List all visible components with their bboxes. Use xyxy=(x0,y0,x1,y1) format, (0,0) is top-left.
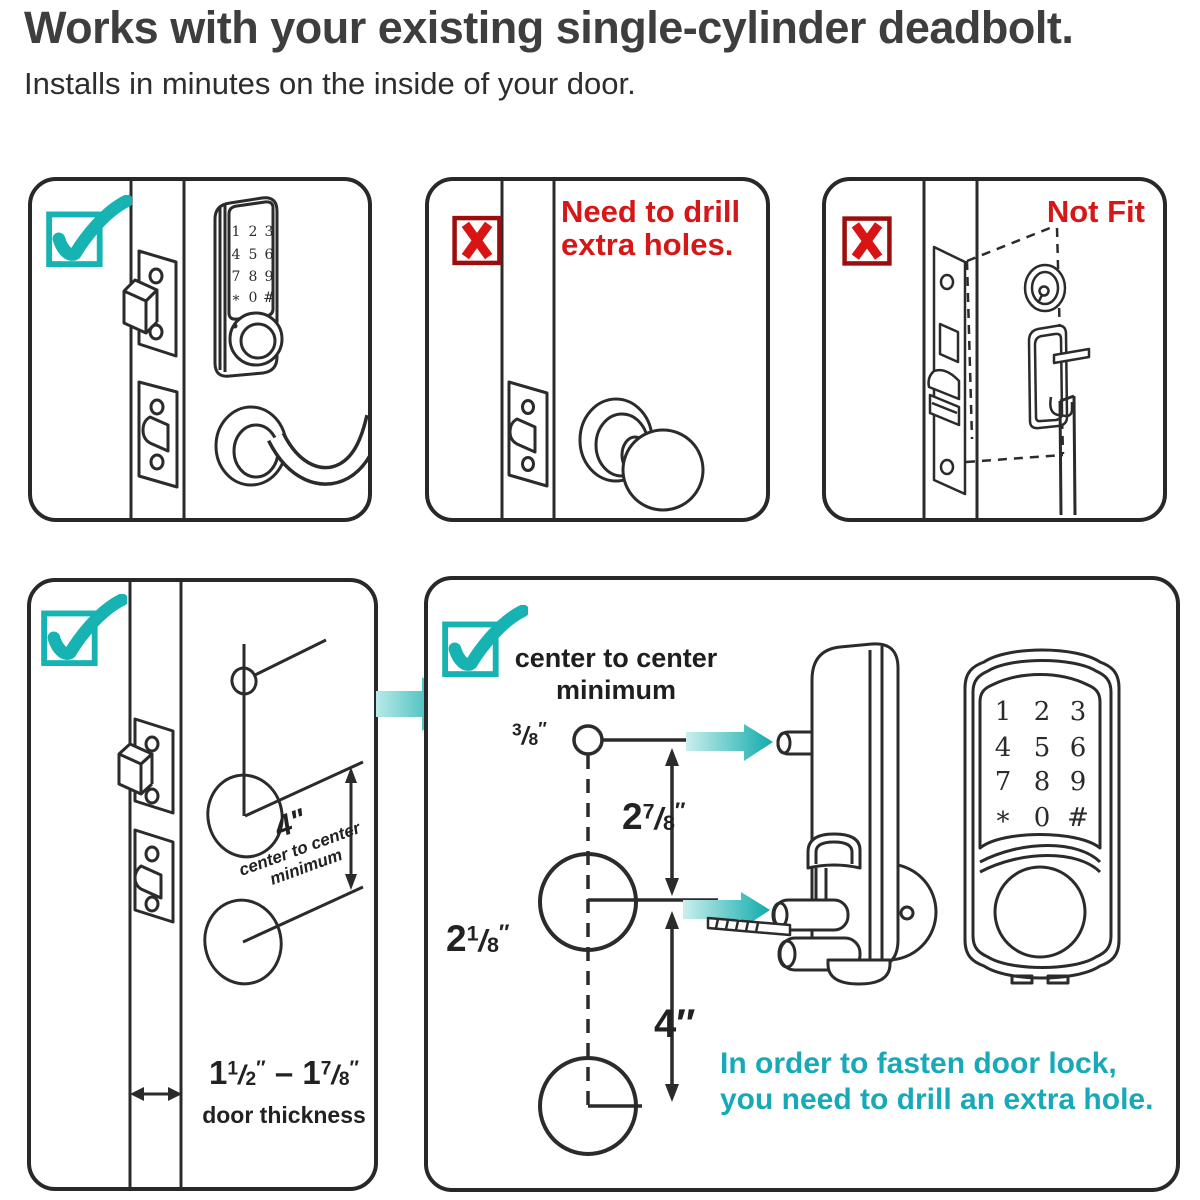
panel-mortise-not-fit: Not Fit xyxy=(822,177,1167,522)
panel-knob-drill-warning: Need to drill extra holes. xyxy=(425,177,770,522)
drill-note: In order to fasten door lock, you need t… xyxy=(720,1046,1153,1118)
keypad-digit: 9 xyxy=(265,269,274,285)
keypad-lock-art: 1 2 3 4 5 6 7 8 9 * 0 # xyxy=(213,196,284,378)
lever-handle-art xyxy=(214,405,368,487)
panel-compatible-deadbolt: 1 2 3 4 5 6 7 8 9 * 0 # xyxy=(28,177,372,522)
keypad-digit: * xyxy=(997,807,1010,837)
keypad-digit: 2 xyxy=(249,224,258,240)
keypad-digit: 3 xyxy=(265,224,274,240)
hole-layout-art xyxy=(203,638,364,986)
warning-line: extra holes. xyxy=(561,227,734,263)
tailpiece xyxy=(706,916,792,937)
spacing-door-art xyxy=(117,582,364,1187)
keypad-digit: 7 xyxy=(995,767,1012,797)
spring-latch-art xyxy=(137,380,179,489)
door-knob-art xyxy=(578,397,705,512)
knob-circle xyxy=(993,865,1087,959)
drill-note-line: you need to drill an extra hole. xyxy=(720,1083,1154,1116)
gap-dim-2-7-8: 27/8″ xyxy=(622,796,686,837)
side-lock-art xyxy=(706,642,938,986)
hole-dim-2-1-8: 21/8″ xyxy=(446,918,510,959)
keypad-digit: 0 xyxy=(249,290,258,306)
mortise-lock-art xyxy=(922,181,1091,518)
front-keypad-art: 1 2 3 4 5 6 7 8 9 * 0 # xyxy=(963,648,1121,985)
warning-text: Not Fit xyxy=(1046,194,1145,229)
page-title: Works with your existing single-cylinder… xyxy=(24,2,1074,53)
hub-arch xyxy=(806,832,862,870)
teal-arrow-icon xyxy=(683,892,770,929)
deadbolt-latch-art xyxy=(117,717,175,815)
lower-hole-circle xyxy=(203,898,283,986)
thickness-arrow-art xyxy=(130,1087,182,1101)
gap-dim-4: 4″ xyxy=(654,1002,696,1046)
x-icon xyxy=(842,216,892,266)
keypad-digit: 4 xyxy=(995,733,1012,763)
warning-text: Need to drill extra holes. xyxy=(561,195,740,262)
mortise-faceplate-art xyxy=(927,245,967,496)
upper-hole-circle xyxy=(206,773,284,859)
panel-door-spacing: 4" center to center minimum 11/2″ – 17/8… xyxy=(27,578,378,1191)
spring-latch-art xyxy=(507,380,549,488)
keypad-digit: 6 xyxy=(1070,733,1087,763)
knob-door-art xyxy=(500,181,705,518)
door-thickness-label: door thickness xyxy=(202,1102,366,1128)
drill-note-line: In order to fasten door lock, xyxy=(720,1047,1117,1080)
teal-arrow-icon xyxy=(686,724,773,761)
keypad-digit: * xyxy=(233,293,240,309)
offset-dim-3-8: 3/8″ xyxy=(512,719,547,750)
keypad-digit: 5 xyxy=(1034,733,1051,763)
keypad-digit: 8 xyxy=(249,269,258,285)
door-thickness-dim: 11/2″ – 17/8″ xyxy=(209,1054,359,1091)
keypad-digit: # xyxy=(263,290,275,306)
small-hole-circle xyxy=(572,724,604,756)
keypad-digit: 6 xyxy=(265,247,274,263)
x-icon xyxy=(452,215,502,266)
compatible-door-art: 1 2 3 4 5 6 7 8 9 * 0 # xyxy=(122,181,368,518)
keypad-digit: 5 xyxy=(249,247,258,263)
keypad-digit: 1 xyxy=(995,697,1012,727)
keypad-digit: 2 xyxy=(1034,697,1051,727)
spring-latch-art xyxy=(133,828,175,924)
bore-hole-circle xyxy=(538,852,638,952)
page-subtitle: Installs in minutes on the inside of you… xyxy=(24,66,636,101)
keypad-digit: # xyxy=(1067,803,1089,833)
escutcheon-art xyxy=(1027,324,1091,430)
keypad-digit: 8 xyxy=(1034,767,1051,797)
warning-line: Need to drill xyxy=(561,194,741,229)
check-icon xyxy=(41,594,127,666)
panel-drill-guide: 1 2 3 4 5 6 7 8 9 * 0 # center to center… xyxy=(424,576,1180,1192)
cylinder-art xyxy=(1023,263,1067,313)
keypad-digit: 0 xyxy=(1034,803,1051,833)
keypad-digit: 7 xyxy=(232,269,241,285)
vertical-bar-art xyxy=(1058,394,1077,516)
keypad-digit: 3 xyxy=(1070,697,1087,727)
drill-guide-art: 1 2 3 4 5 6 7 8 9 * 0 # xyxy=(538,642,1121,1156)
keypad-digit: 4 xyxy=(232,247,241,263)
drill-layout-art xyxy=(538,724,718,1156)
keypad-digit: 9 xyxy=(1070,767,1087,797)
center-to-center-heading: center to center minimum xyxy=(514,643,718,706)
check-icon xyxy=(442,605,528,677)
dash: – xyxy=(274,1054,294,1091)
deadbolt-latch-art xyxy=(122,249,178,358)
check-icon xyxy=(46,195,132,267)
bottom-foot xyxy=(826,958,892,986)
keypad-digit: 1 xyxy=(232,224,241,240)
